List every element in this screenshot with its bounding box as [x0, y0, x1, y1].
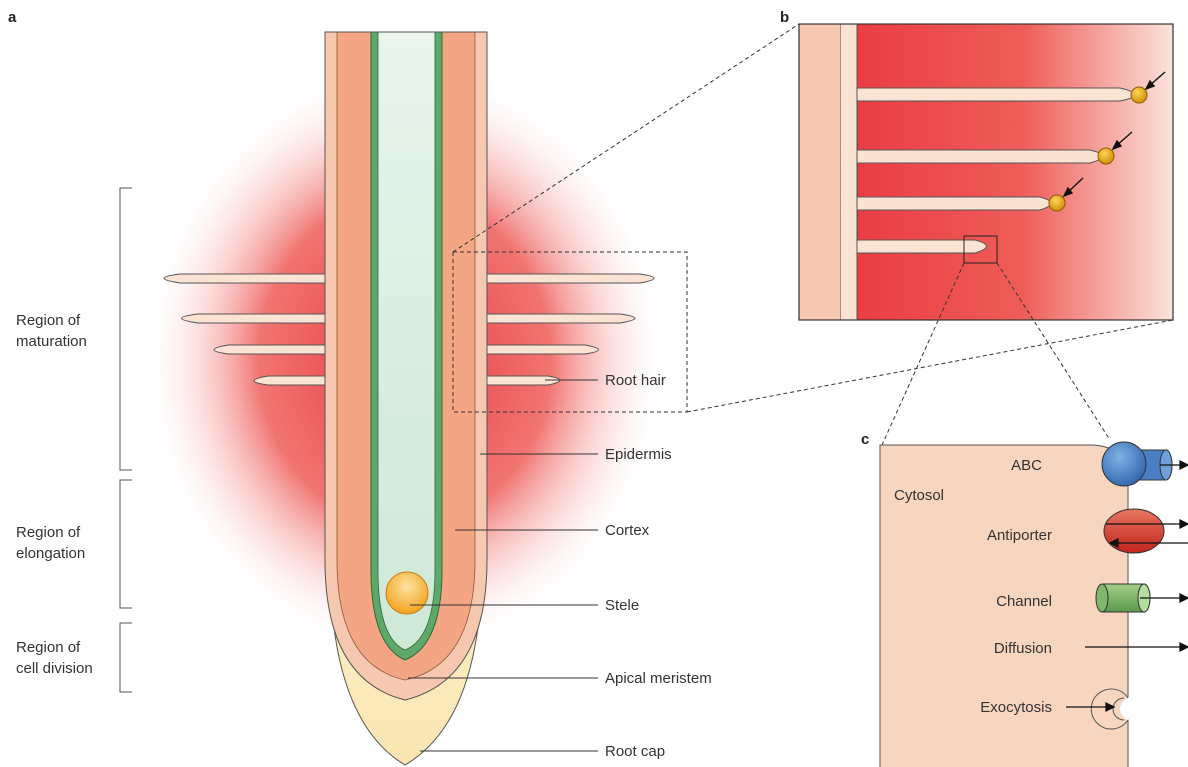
- apical-meristem: [386, 572, 428, 614]
- label-apical-meristem: Apical meristem: [605, 670, 712, 687]
- region-division-line1: Region of: [16, 639, 81, 656]
- stele: [378, 32, 435, 650]
- label-epidermis: Epidermis: [605, 446, 672, 463]
- antiporter: [1104, 509, 1164, 553]
- panel-b: [799, 24, 1173, 320]
- label-cortex: Cortex: [605, 522, 650, 539]
- root-structure: [325, 32, 487, 765]
- label-cytosol: Cytosol: [894, 487, 944, 504]
- region-maturation-line2: maturation: [16, 333, 87, 350]
- region-elongation-line2: elongation: [16, 545, 85, 562]
- region-elongation-line1: Region of: [16, 524, 81, 541]
- label-diffusion: Diffusion: [994, 640, 1052, 657]
- region-brackets: [120, 188, 132, 692]
- region-labels: Region of maturation Region of elongatio…: [16, 312, 93, 677]
- label-root-hair: Root hair: [605, 372, 666, 389]
- panel-b-label: b: [780, 9, 789, 26]
- label-antiporter: Antiporter: [987, 527, 1052, 544]
- label-root-cap: Root cap: [605, 743, 665, 760]
- label-exocytosis: Exocytosis: [980, 699, 1052, 716]
- panel-a-label: a: [8, 9, 17, 26]
- region-division-line2: cell division: [16, 660, 93, 677]
- label-channel: Channel: [996, 593, 1052, 610]
- abc-transporter: [1102, 442, 1172, 486]
- region-maturation-line1: Region of: [16, 312, 81, 329]
- label-abc: ABC: [1011, 457, 1042, 474]
- panel-c-label: c: [861, 431, 869, 448]
- label-stele: Stele: [605, 597, 639, 614]
